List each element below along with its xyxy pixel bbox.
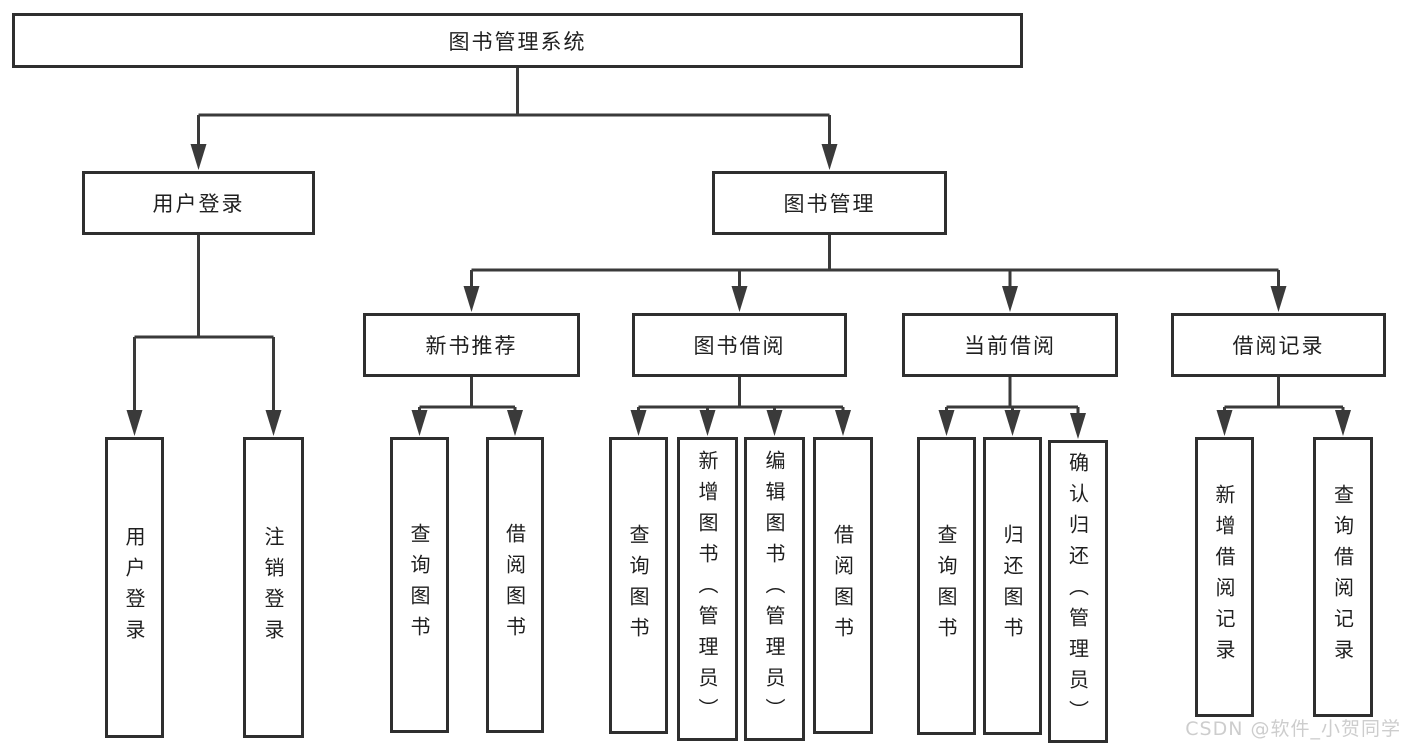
node-label: 查询借阅记录 [1330, 484, 1355, 670]
node-label: 当前借阅 [964, 334, 1056, 358]
node-label: 查询图书 [407, 523, 431, 647]
node-new-book-recommend: 新书推荐 [363, 313, 580, 377]
node-borrow-record: 借阅记录 [1171, 313, 1386, 377]
node-label: 用户登录 [152, 192, 245, 216]
node-label: 新增图书（管理员） [695, 449, 719, 729]
node-label: 确认归还（管理员） [1065, 452, 1090, 731]
node-label: 新书推荐 [425, 334, 518, 358]
node-label: 借阅图书 [830, 523, 855, 648]
node-user-login-leaf: 用户登录 [105, 437, 164, 738]
node-book-borrow: 图书借阅 [632, 313, 847, 377]
arrow-down-icons [126, 144, 1351, 439]
arrow-down-icon [731, 286, 748, 312]
arrow-down-icon [835, 410, 851, 436]
node-label: 借阅图书 [502, 523, 527, 647]
arrow-down-icon [766, 410, 783, 436]
node-label: 注销登录 [261, 525, 285, 650]
node-label: 图书管理 [783, 192, 876, 216]
arrow-down-icon [126, 410, 143, 436]
node-label: 查询图书 [626, 523, 650, 648]
arrow-down-icon [938, 410, 955, 436]
node-library-management-system: 图书管理系统 [12, 13, 1023, 68]
arrow-down-icon [190, 144, 207, 170]
node-current-borrow: 当前借阅 [902, 313, 1118, 377]
node-edit-book-admin: 编辑图书（管理员） [744, 437, 805, 741]
node-label: 图书管理系统 [448, 29, 587, 54]
node-confirm-return-admin: 确认归还（管理员） [1048, 440, 1108, 743]
node-query-borrow-record: 查询借阅记录 [1313, 437, 1373, 717]
node-label: 新增借阅记录 [1212, 484, 1236, 670]
node-query-books-current: 查询图书 [917, 437, 976, 735]
arrow-down-icon [1070, 413, 1086, 439]
node-logout: 注销登录 [243, 437, 304, 738]
node-label: 归还图书 [1000, 524, 1024, 648]
arrow-down-icon [821, 144, 838, 170]
node-label: 借阅记录 [1232, 334, 1325, 358]
node-borrow-book: 借阅图书 [813, 437, 873, 734]
arrow-down-icon [1004, 410, 1021, 436]
node-return-book: 归还图书 [983, 437, 1042, 735]
node-label: 用户登录 [122, 525, 146, 650]
node-label: 查询图书 [934, 524, 958, 648]
arrow-down-icon [1270, 286, 1287, 312]
arrow-down-icon [630, 410, 647, 436]
node-user-login: 用户登录 [82, 171, 315, 235]
arrow-down-icon [265, 410, 282, 436]
arrow-down-icon [411, 410, 428, 436]
arrow-down-icon [1216, 410, 1233, 436]
arrow-down-icon [507, 410, 523, 436]
arrow-down-icon [1335, 410, 1351, 436]
node-label: 编辑图书（管理员） [762, 449, 786, 729]
tree-edges [133, 68, 1345, 423]
node-label: 图书借阅 [693, 334, 786, 358]
node-borrow-book-recommend: 借阅图书 [486, 437, 544, 733]
node-query-books-recommend: 查询图书 [390, 437, 449, 733]
arrow-down-icon [1002, 286, 1018, 312]
node-add-book-admin: 新增图书（管理员） [677, 437, 738, 741]
node-book-management: 图书管理 [712, 171, 947, 235]
node-add-borrow-record: 新增借阅记录 [1195, 437, 1254, 717]
node-query-books-borrow: 查询图书 [609, 437, 668, 734]
arrow-down-icon [463, 286, 480, 312]
arrow-down-icon [699, 410, 716, 436]
